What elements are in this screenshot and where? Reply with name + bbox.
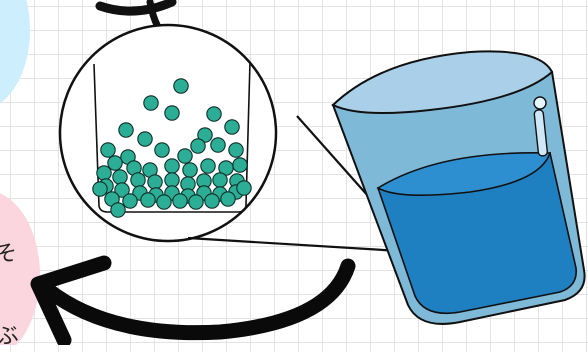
particle — [189, 195, 203, 209]
particle — [173, 194, 187, 208]
particle — [201, 159, 215, 173]
particle — [211, 138, 225, 152]
particle — [237, 181, 251, 195]
particle — [97, 166, 111, 180]
magnifier-connector-lower — [188, 238, 416, 252]
particle — [148, 175, 162, 189]
particle — [157, 195, 171, 209]
particle — [225, 120, 239, 134]
glass-of-water-icon — [333, 51, 585, 324]
particle — [191, 139, 205, 153]
particle — [213, 173, 227, 187]
particle — [183, 163, 197, 177]
particle — [221, 192, 235, 206]
particle — [144, 96, 158, 110]
particle — [141, 193, 155, 207]
particle — [233, 158, 247, 172]
particle — [131, 173, 145, 187]
particle — [155, 143, 169, 157]
particle — [178, 149, 192, 163]
particle — [165, 106, 179, 120]
particle — [207, 107, 221, 121]
curved-arrow-icon — [38, 263, 348, 340]
particle — [111, 203, 125, 217]
particle — [174, 79, 188, 93]
top-arrow-fragment — [100, 2, 172, 11]
particle — [101, 143, 115, 157]
particle — [205, 194, 219, 208]
blue-blob-decoration — [0, 0, 30, 110]
particle — [138, 132, 152, 146]
particle — [93, 182, 107, 196]
particle — [165, 173, 179, 187]
particle — [119, 123, 133, 137]
magnifier-circle-icon — [60, 25, 276, 241]
particle — [113, 170, 127, 184]
particle — [123, 194, 137, 208]
particle — [229, 143, 243, 157]
particle — [165, 159, 179, 173]
particle — [108, 156, 122, 170]
